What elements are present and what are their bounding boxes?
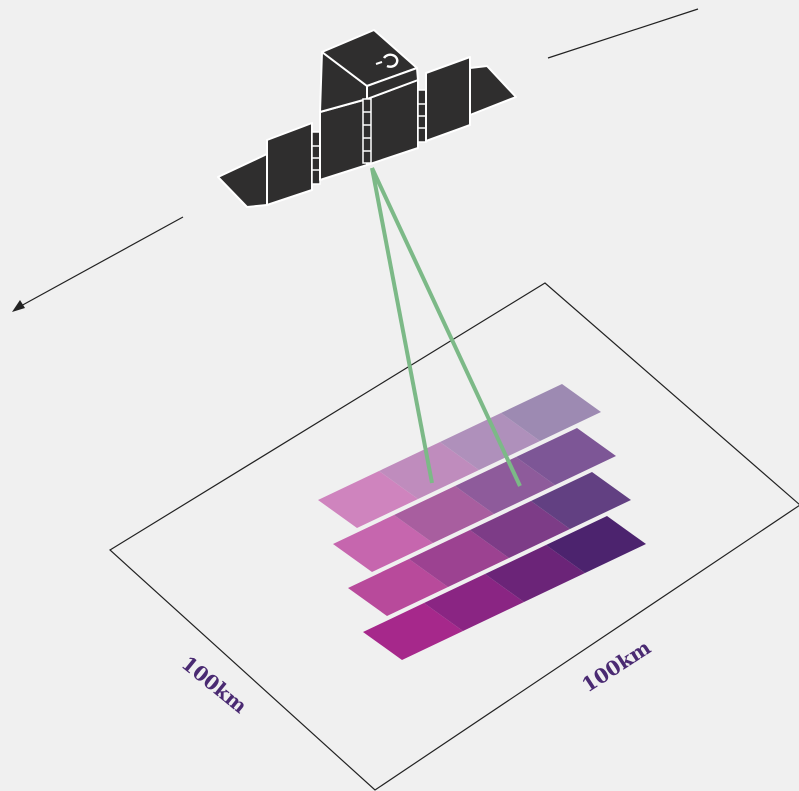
image-tile [546, 516, 646, 573]
arrow-icon [12, 300, 25, 312]
image-tile [501, 384, 601, 441]
solar-panel-left-inner [266, 122, 313, 206]
image-tile [531, 472, 631, 529]
beam-line-left [370, 167, 434, 484]
image-tile [363, 603, 463, 660]
solar-panel-left-outer [217, 153, 268, 208]
solar-panel-right-inner [425, 56, 471, 142]
image-tile-grid [318, 384, 646, 660]
sensor-beam [370, 167, 522, 487]
satellite-body-seam [362, 98, 372, 164]
orbit-path-right [547, 8, 699, 59]
image-tile [333, 515, 433, 572]
solar-panel-right-outer [469, 65, 517, 116]
image-tile [485, 545, 585, 602]
ground-area-frame [109, 282, 799, 791]
orbit-direction-arrow [12, 216, 184, 312]
image-tile [516, 428, 616, 485]
beam-line-right [370, 167, 522, 487]
satellite-head-right-face [366, 67, 419, 100]
left-dimension-label: 100km [177, 651, 252, 718]
image-tile [470, 501, 570, 558]
right-dimension-label: 100km [577, 635, 654, 697]
image-tile [394, 486, 494, 543]
image-tile [409, 530, 509, 587]
satellite-logo-icon [375, 53, 399, 68]
image-tile [424, 574, 524, 631]
orbit-path-left [18, 216, 184, 308]
satellite-body-front-left [319, 98, 368, 181]
image-tile [440, 413, 540, 470]
image-tile [348, 559, 448, 616]
image-tile [318, 471, 418, 528]
image-tile [455, 457, 555, 514]
satellite-icon [217, 29, 517, 208]
